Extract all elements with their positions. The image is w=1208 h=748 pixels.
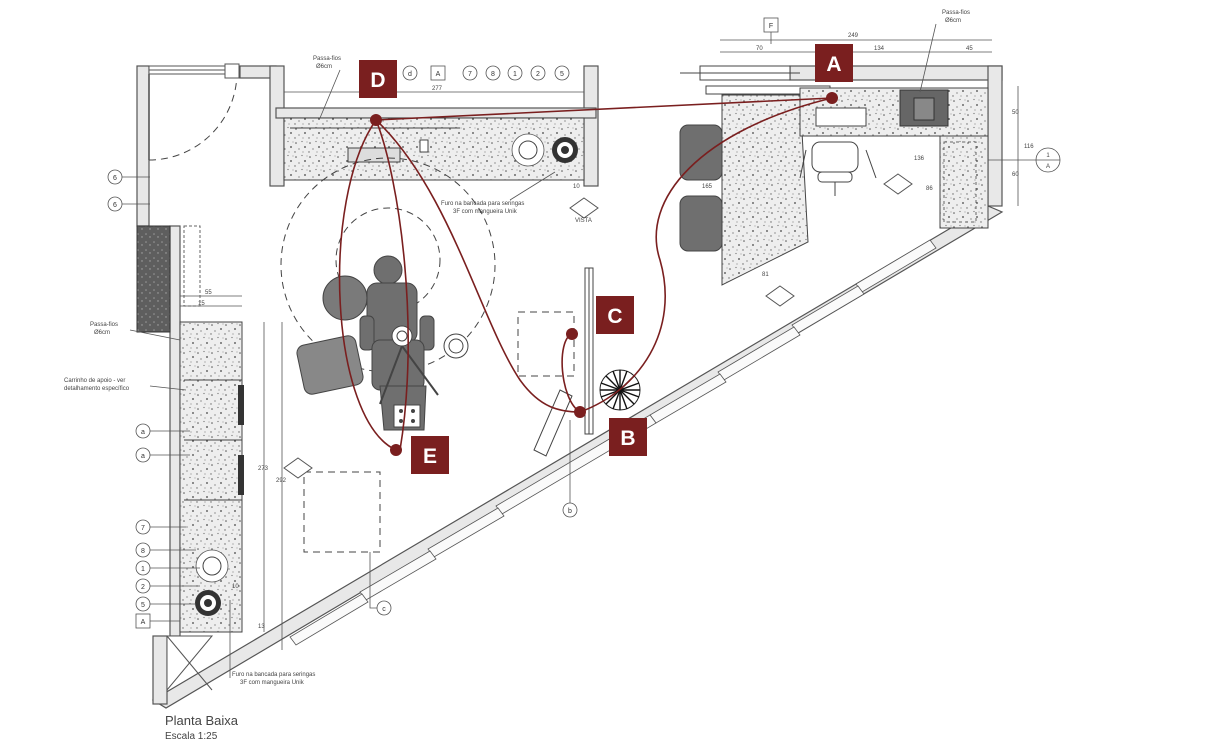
svg-text:B: B (620, 427, 635, 450)
svg-text:Furo na bancada para seringas: Furo na bancada para seringas (232, 672, 315, 678)
svg-text:7: 7 (468, 71, 472, 78)
svg-text:50: 50 (1012, 110, 1019, 116)
left-counter (166, 225, 244, 692)
svg-text:C: C (607, 305, 622, 328)
marker-b: B (609, 418, 647, 456)
svg-text:165: 165 (702, 184, 713, 190)
svg-text:a: a (141, 453, 145, 460)
top-counter-note: Furo na bancada para seringas 3F com man… (441, 171, 599, 224)
svg-text:5: 5 (141, 602, 145, 609)
svg-text:b: b (568, 508, 572, 515)
svg-text:Furo na bancada para seringas: Furo na bancada para seringas (441, 201, 524, 207)
svg-text:3F com mangueira Unik: 3F com mangueira Unik (240, 680, 305, 686)
svg-text:249: 249 (848, 33, 859, 39)
marker-e: E (411, 436, 449, 474)
svg-text:Ø6cm: Ø6cm (945, 18, 961, 24)
svg-text:45: 45 (966, 46, 973, 52)
svg-text:81: 81 (762, 272, 769, 278)
entrance-door (148, 63, 240, 161)
svg-text:6: 6 (113, 202, 117, 209)
svg-text:1: 1 (513, 71, 517, 78)
top-reference-tags: d A 7 8 1 2 5 277 Passa-fios Ø6cm (284, 56, 584, 119)
marker-c: C (596, 296, 634, 334)
svg-text:10: 10 (573, 184, 580, 190)
svg-text:10: 10 (232, 584, 239, 590)
svg-text:Ø6cm: Ø6cm (316, 64, 332, 70)
dental-chair-area (280, 157, 575, 553)
svg-text:1: 1 (141, 566, 145, 573)
svg-text:F: F (769, 23, 773, 30)
svg-text:A: A (1046, 164, 1050, 170)
svg-text:A: A (141, 619, 146, 626)
svg-text:VISTA: VISTA (575, 218, 592, 224)
marker-d: D (359, 60, 397, 98)
svg-text:13: 13 (258, 624, 265, 630)
workflow-routes (338, 92, 838, 456)
svg-text:292: 292 (276, 478, 287, 484)
svg-text:Passa-fios: Passa-fios (90, 322, 118, 328)
svg-text:c: c (382, 606, 386, 613)
svg-text:70: 70 (756, 46, 763, 52)
plan-scale: Escala 1:25 (165, 731, 218, 742)
left-annotations: 55 15 273 292 10 13 Passa-fios Ø6cm Carr… (64, 290, 315, 686)
svg-text:273: 273 (258, 466, 269, 472)
svg-text:55: 55 (205, 290, 212, 296)
svg-text:Passa-fios: Passa-fios (942, 10, 970, 16)
svg-text:E: E (423, 445, 437, 468)
svg-text:116: 116 (1024, 144, 1034, 150)
svg-text:7: 7 (141, 525, 145, 532)
svg-text:1: 1 (1046, 153, 1050, 159)
svg-text:5: 5 (560, 71, 564, 78)
svg-text:Passa-fios: Passa-fios (313, 56, 341, 62)
svg-text:60: 60 (1012, 172, 1019, 178)
svg-text:2: 2 (536, 71, 540, 78)
office-chair (799, 141, 877, 196)
svg-text:Ø6cm: Ø6cm (94, 330, 110, 336)
left-reference-tags: 6 6 a a 7 8 1 2 5 A (107, 169, 200, 629)
svg-text:15: 15 (198, 301, 205, 307)
right-office (679, 65, 989, 307)
plan-title: Planta Baixa (165, 713, 239, 728)
svg-text:2: 2 (141, 584, 145, 591)
svg-text:6: 6 (113, 175, 117, 182)
svg-text:8: 8 (141, 548, 145, 555)
svg-text:Carrinho de apoio - ver: Carrinho de apoio - ver (64, 378, 125, 384)
svg-text:A: A (826, 53, 841, 76)
svg-text:d: d (408, 71, 412, 78)
svg-text:D: D (370, 69, 385, 92)
svg-text:8: 8 (491, 71, 495, 78)
svg-text:277: 277 (432, 86, 443, 92)
svg-text:134: 134 (874, 46, 885, 52)
svg-text:a: a (141, 429, 145, 436)
svg-text:detalhamento específico: detalhamento específico (64, 386, 130, 392)
marker-a: A (815, 44, 853, 82)
top-counter (283, 117, 585, 181)
svg-text:86: 86 (926, 186, 933, 192)
svg-text:A: A (436, 71, 441, 78)
svg-text:3F com mangueira Unik: 3F com mangueira Unik (453, 209, 518, 215)
top-right-dimensions: F 249 70 134 45 Passa-fios Ø6cm 50 116 6… (702, 10, 1061, 278)
svg-text:136: 136 (914, 156, 925, 162)
